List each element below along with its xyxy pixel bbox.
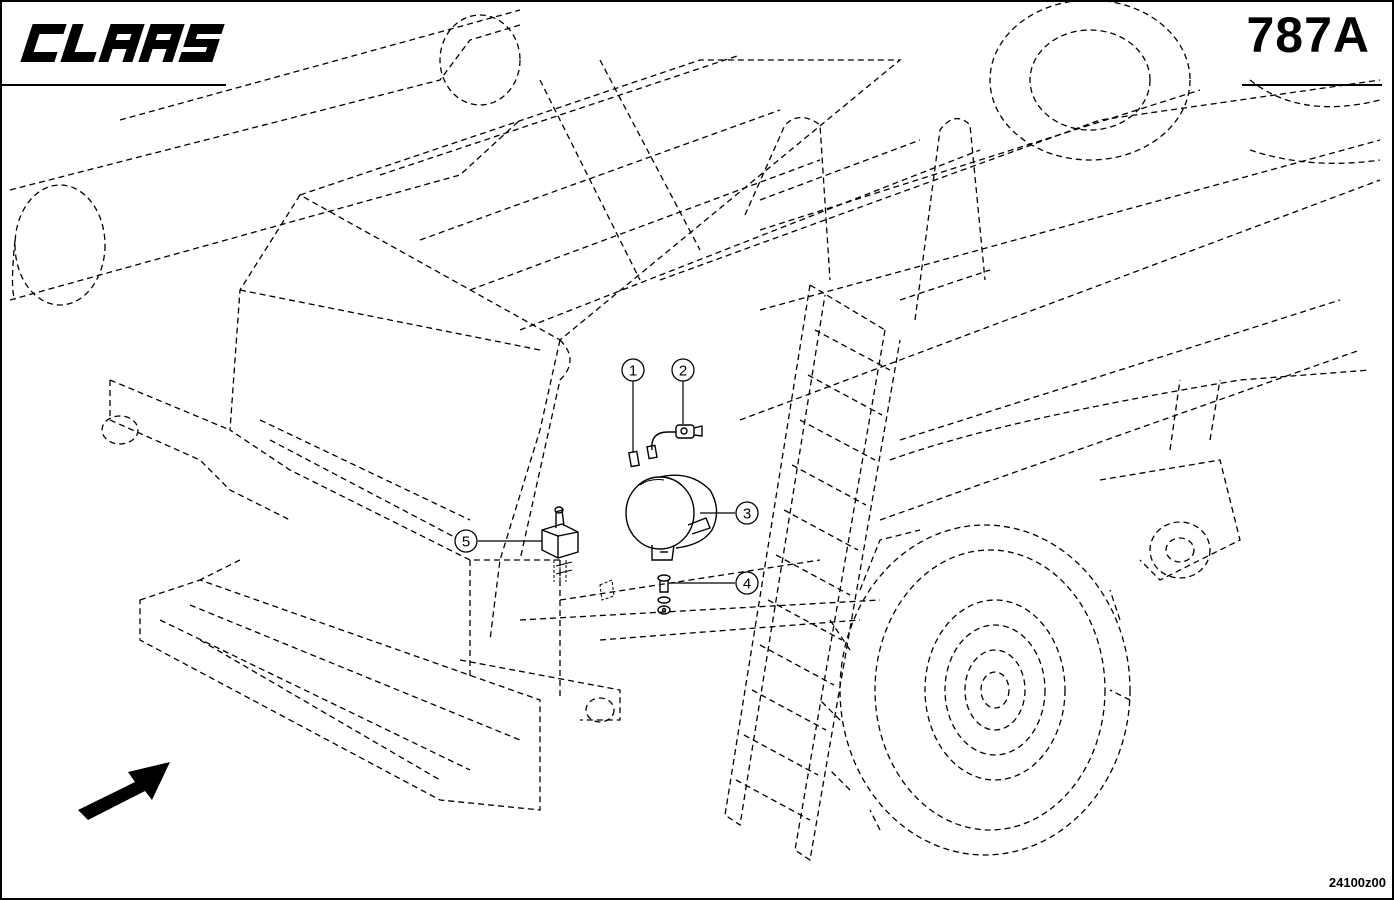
callout-markers: 1 2 3 4 5 [454, 358, 759, 595]
callout-4: 4 [735, 571, 759, 595]
page-number: 787A [1246, 7, 1370, 63]
claas-logo [20, 24, 225, 62]
access-ladder [724, 284, 901, 862]
callout-3-label: 3 [743, 506, 751, 523]
callout-2-label: 2 [679, 363, 687, 380]
callout-3: 3 [735, 501, 759, 525]
callout-1-label: 1 [629, 363, 637, 380]
header-rule-right [1242, 84, 1382, 86]
leader-lines [478, 381, 735, 584]
part-2-bulb [651, 424, 703, 451]
part-3-lamp [625, 474, 718, 561]
header-rule-left [0, 84, 226, 86]
part-4-fasteners [657, 574, 671, 615]
direction-arrow-icon [78, 762, 170, 820]
callout-1: 1 [621, 358, 645, 382]
callout-2: 2 [671, 358, 695, 382]
callout-5-label: 5 [462, 534, 470, 551]
drawing-id: 24100z00 [1328, 875, 1386, 890]
callout-5: 5 [454, 529, 478, 553]
part-1-sleeves [628, 444, 658, 468]
part-5-switch [541, 506, 615, 601]
front-tyre [819, 524, 1131, 856]
machine-outline [9, 0, 1381, 811]
callout-4-label: 4 [743, 576, 751, 593]
parts [541, 424, 718, 615]
